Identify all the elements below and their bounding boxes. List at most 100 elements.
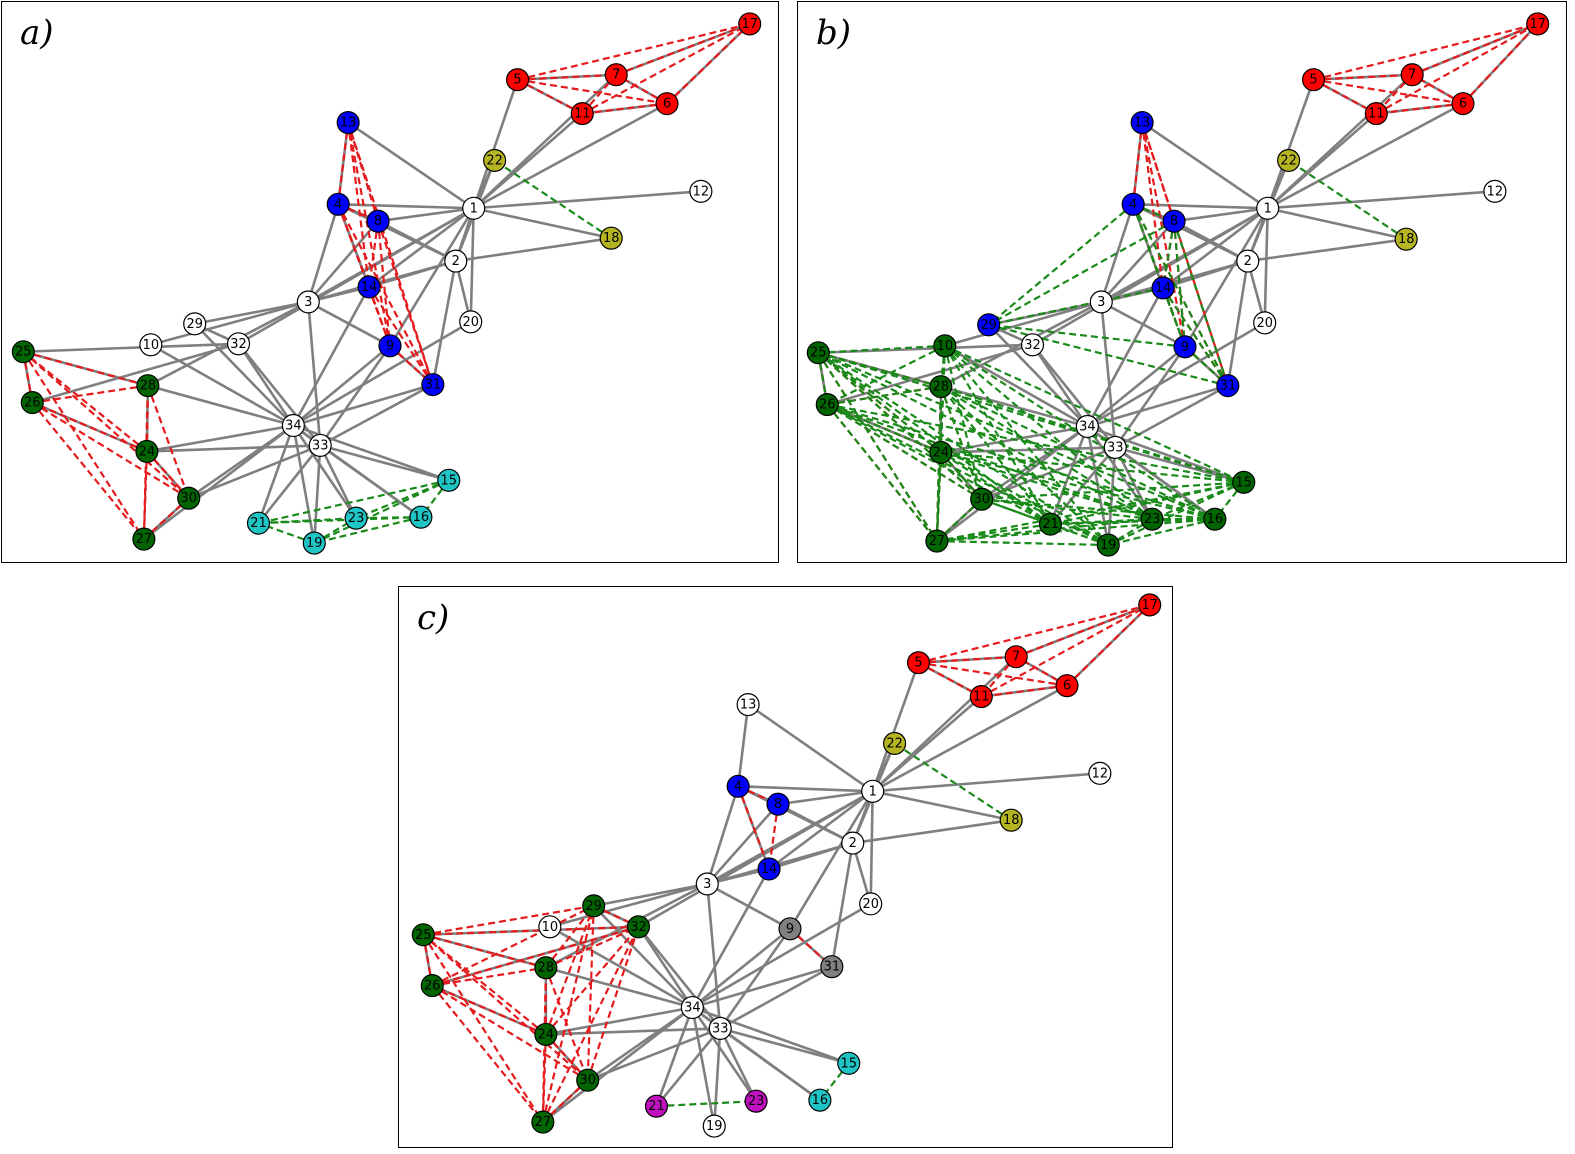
node-1: 1 <box>861 779 885 803</box>
node-20-label: 20 <box>862 897 878 912</box>
node-15-circle <box>837 1051 861 1075</box>
node-33-circle <box>1103 435 1127 459</box>
green-link-15-26 <box>827 403 1244 484</box>
node-8: 8 <box>366 209 390 233</box>
edge-1-9 <box>1183 207 1269 348</box>
node-25-label: 25 <box>810 346 826 361</box>
node-23: 23 <box>1140 507 1164 531</box>
edge-30-34 <box>980 425 1089 501</box>
green-link-26-27 <box>826 403 938 542</box>
green-link-16-25 <box>817 351 1216 521</box>
edge-25-28 <box>422 933 547 969</box>
node-2: 2 <box>1236 249 1260 273</box>
edge-14-34 <box>1086 287 1165 428</box>
red-link-26-32 <box>431 925 639 987</box>
node-5-circle <box>505 68 530 92</box>
node-23-label: 23 <box>348 511 364 526</box>
edge-25-28 <box>22 350 149 387</box>
red-link-7-11 <box>581 74 618 115</box>
node-11-label: 11 <box>574 107 590 122</box>
node-28-circle <box>929 375 953 399</box>
red-link-5-7 <box>517 73 617 81</box>
node-32-label: 32 <box>630 920 646 935</box>
node-28-circle <box>136 374 160 398</box>
red-link-26-28 <box>32 384 149 404</box>
edge-24-33 <box>545 1027 721 1036</box>
node-31-label: 31 <box>1220 379 1236 394</box>
node-12: 12 <box>689 179 713 203</box>
red-link-27-32 <box>541 926 640 1123</box>
node-17-circle <box>1138 593 1162 617</box>
node-4-circle <box>326 192 350 216</box>
node-7-circle <box>1400 63 1424 87</box>
node-15-label: 15 <box>1236 475 1252 490</box>
node-11: 11 <box>570 102 594 126</box>
edge-1-9 <box>788 790 874 930</box>
edge-24-34 <box>545 1006 693 1036</box>
edge-10-34 <box>944 344 1088 428</box>
node-34-label: 34 <box>684 1000 700 1015</box>
green-link-25-26 <box>817 352 829 405</box>
node-30: 30 <box>970 487 994 511</box>
green-link-16-19 <box>1108 518 1216 547</box>
node-9-circle <box>778 917 802 941</box>
node-8: 8 <box>766 792 790 816</box>
node-24-circle <box>929 440 953 464</box>
green-link-19-25 <box>817 351 1109 546</box>
node-5-label: 5 <box>914 656 922 671</box>
edge-3-29 <box>593 882 708 908</box>
node-5: 5 <box>906 651 931 675</box>
edge-3-10 <box>150 300 309 347</box>
node-20-circle <box>859 892 883 916</box>
node-10-circle <box>538 915 562 939</box>
node-21-circle <box>1038 512 1063 536</box>
edge-1-6 <box>872 684 1068 793</box>
green-link-19-28 <box>940 385 1110 546</box>
node-26: 26 <box>815 393 839 417</box>
edge-19-33 <box>712 1028 722 1127</box>
node-1-label: 1 <box>470 201 478 216</box>
node-9-circle <box>1173 335 1197 359</box>
red-link-5-17 <box>1313 22 1538 81</box>
node-22: 22 <box>483 148 507 172</box>
green-link-10-21 <box>943 345 1052 525</box>
node-16-label: 16 <box>1207 512 1223 527</box>
node-14: 14 <box>357 275 381 299</box>
node-23-circle <box>1140 507 1164 531</box>
node-16-label: 16 <box>413 510 429 525</box>
node-8-circle <box>1162 209 1186 233</box>
node-25-circle <box>11 340 35 364</box>
red-link-29-32 <box>593 904 639 928</box>
edge-9-34 <box>691 927 791 1009</box>
node-34-label: 34 <box>285 418 301 433</box>
node-8-circle <box>366 209 390 233</box>
node-13-label: 13 <box>340 116 356 131</box>
green-link-16-30 <box>981 498 1215 521</box>
node-16-label: 16 <box>812 1093 828 1108</box>
green-link-24-25 <box>817 351 942 454</box>
node-17-label: 17 <box>1141 598 1157 613</box>
node-33: 33 <box>708 1016 732 1040</box>
node-12-circle <box>689 179 713 203</box>
edge-9-34 <box>292 344 391 427</box>
node-15: 15 <box>1232 470 1256 494</box>
green-link-23-30 <box>981 498 1153 521</box>
node-18-label: 18 <box>1398 232 1414 247</box>
node-12-label: 12 <box>693 184 709 199</box>
node-32-label: 32 <box>230 337 246 352</box>
edge-29-34 <box>987 323 1089 428</box>
green-link-23-27 <box>936 518 1153 543</box>
node-8-circle <box>766 792 790 816</box>
red-link-4-13 <box>337 122 350 205</box>
node-10: 10 <box>538 915 562 939</box>
red-link-14-31 <box>368 286 434 386</box>
red-link-24-25 <box>422 933 547 1036</box>
edge-1-18 <box>1267 206 1407 241</box>
node-3-label: 3 <box>703 877 711 892</box>
red-link-6-11 <box>981 684 1068 698</box>
node-17-circle <box>738 12 762 36</box>
red-link-25-26 <box>22 351 34 403</box>
node-15-label: 15 <box>841 1056 857 1071</box>
red-link-5-11 <box>918 661 982 698</box>
edge-2-8 <box>1173 220 1249 263</box>
